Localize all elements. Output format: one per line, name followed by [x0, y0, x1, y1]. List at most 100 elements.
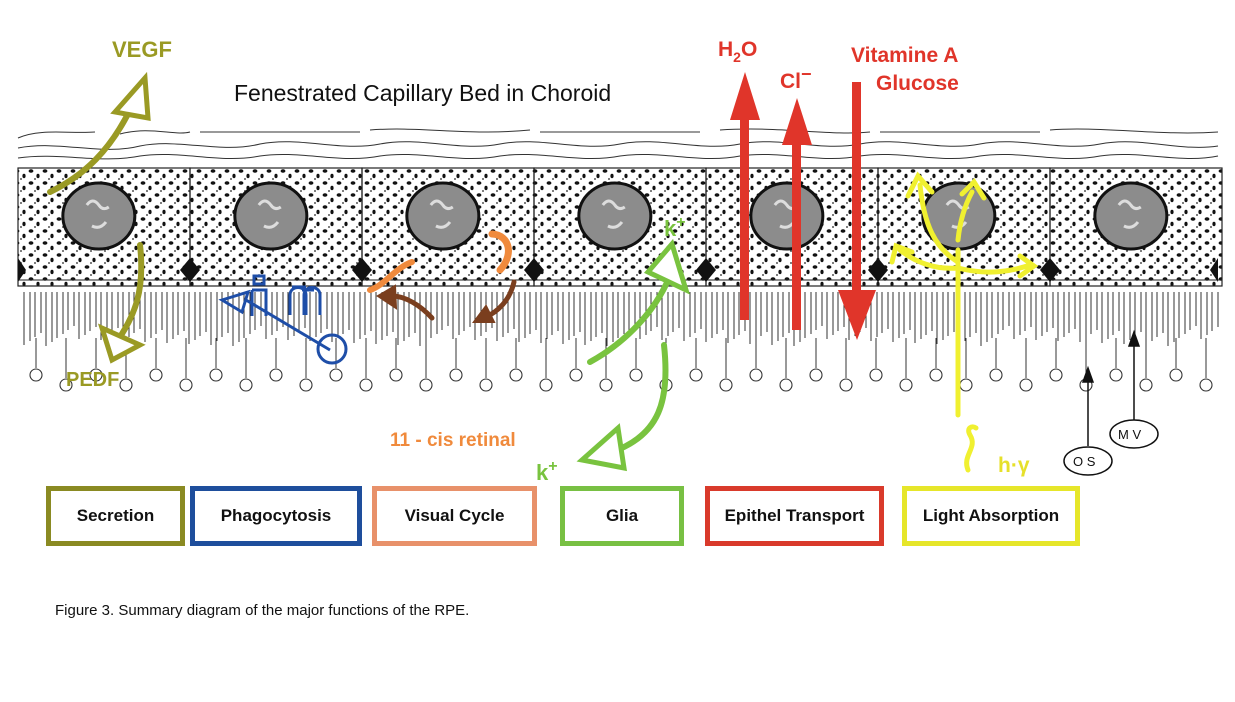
microvillus	[353, 292, 361, 343]
microvillus	[1211, 292, 1219, 331]
glia-arrows	[576, 238, 691, 472]
outer-segment-tip	[449, 368, 463, 382]
microvillus	[936, 292, 944, 344]
microvillus	[1200, 292, 1208, 339]
chromatin	[429, 199, 454, 229]
outer-segment-tip	[269, 368, 283, 382]
outer-segment-tip	[899, 378, 913, 392]
k-top-label: k+	[664, 214, 686, 241]
microvillus	[1112, 292, 1120, 335]
microvillus	[34, 292, 42, 337]
microvillus	[1145, 292, 1153, 345]
retinal-label: 11 - cis retinal	[390, 430, 516, 451]
outer-segment-tip	[89, 368, 103, 382]
diagram-title: Fenestrated Capillary Bed in Choroid	[234, 80, 611, 106]
microvillus	[826, 292, 834, 339]
outer-segment-tip	[179, 378, 193, 392]
outer-segment-tip	[869, 368, 883, 382]
microvillus	[78, 292, 86, 339]
microvillus	[705, 292, 713, 342]
microvillus	[1013, 292, 1021, 339]
microvillus	[1079, 292, 1087, 342]
microvillus	[540, 292, 548, 343]
outer-segment-tip	[779, 378, 793, 392]
legend-secretion: Secretion	[46, 486, 185, 546]
junction	[868, 258, 888, 282]
outer-segment-tip	[239, 378, 253, 392]
chromatin	[601, 199, 626, 229]
outer-segment-tip	[1169, 368, 1183, 382]
microvillus	[562, 292, 570, 344]
microvillus	[342, 292, 350, 334]
microvillus	[716, 292, 724, 334]
outer-segment-tip	[539, 378, 553, 392]
visual-cycle-arrows	[367, 230, 517, 323]
microvillus	[309, 292, 317, 341]
chromatin	[85, 199, 110, 229]
microvillus	[89, 292, 97, 331]
nucleus	[233, 181, 309, 251]
microvillus	[1134, 292, 1142, 336]
rpe-cell	[180, 167, 363, 287]
microvillus	[364, 292, 372, 335]
microvillus	[56, 292, 64, 338]
outer-segment-tip	[629, 368, 643, 382]
rpe-cell	[1040, 167, 1223, 287]
outer-segment-tip	[359, 378, 373, 392]
junction	[352, 258, 372, 282]
k-bottom-label: k+	[536, 458, 558, 485]
microvillus	[419, 292, 427, 346]
microvillus	[1024, 292, 1032, 331]
microvillus	[573, 292, 581, 336]
microvillus	[1090, 292, 1098, 334]
junction	[524, 258, 544, 282]
microvillus	[210, 292, 218, 345]
microvillus	[518, 292, 526, 342]
microvillus	[199, 292, 207, 336]
microvillus	[980, 292, 988, 346]
cl-label: Cl−	[780, 64, 812, 93]
microvillus	[1002, 292, 1010, 330]
outer-segment-tip	[599, 378, 613, 392]
microvillus	[925, 292, 933, 335]
transport-arrows	[730, 72, 876, 340]
outer-segment-tip	[59, 378, 73, 392]
microvillus	[1101, 292, 1109, 343]
outer-segment-tip	[29, 368, 43, 382]
legend-epithel-transport: Epithel Transport	[705, 486, 884, 546]
outer-segment-tip	[1199, 378, 1213, 392]
legend-phagocytosis: Phagocytosis	[190, 486, 362, 546]
microvillus	[441, 292, 449, 330]
microvillus	[969, 292, 977, 337]
rpe-cell	[352, 167, 535, 287]
os-mv-markers	[1063, 329, 1159, 476]
legend-light-absorption: Light Absorption	[902, 486, 1080, 546]
microvillus	[672, 292, 680, 332]
nucleus	[577, 181, 653, 251]
junction	[18, 258, 26, 282]
microvillus	[815, 292, 823, 330]
microvillus	[177, 292, 185, 335]
glucose-label: Glucose	[876, 72, 959, 95]
rpe-cells	[17, 167, 1223, 287]
microvillus	[1178, 292, 1186, 338]
microvillus	[155, 292, 163, 334]
rpe-cell	[696, 167, 879, 287]
microvillus	[1057, 292, 1065, 341]
microvillus	[782, 292, 790, 337]
hv-label: h·γ	[998, 454, 1030, 477]
microvillus	[892, 292, 900, 342]
microvillus	[45, 292, 53, 346]
microvillus	[1046, 292, 1054, 332]
microvillus	[1123, 292, 1131, 344]
microvillus	[463, 292, 471, 331]
microvillus	[584, 292, 592, 345]
microvillus	[1156, 292, 1164, 337]
microvillus	[529, 292, 537, 334]
choroid-layer	[17, 128, 1219, 169]
outer-segment-tip	[419, 378, 433, 392]
junction	[1210, 258, 1218, 282]
outer-segment-tip	[1109, 368, 1123, 382]
outer-segment-tip	[329, 368, 343, 382]
